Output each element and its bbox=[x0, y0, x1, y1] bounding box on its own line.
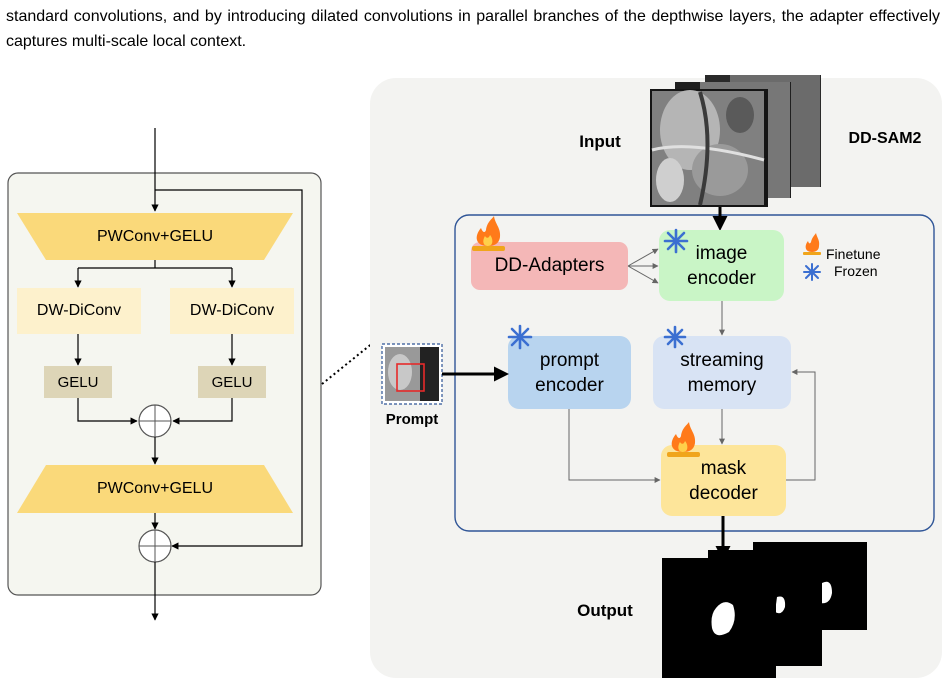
gelu-right-label: GELU bbox=[211, 373, 253, 391]
prompt-label: Prompt bbox=[385, 411, 439, 428]
branch-right-box bbox=[170, 288, 294, 334]
merge-left bbox=[77, 398, 138, 425]
prompt-encoder-box bbox=[508, 336, 631, 409]
sum-node-2 bbox=[138, 529, 172, 563]
top-pwconv-block bbox=[17, 213, 293, 260]
streaming-memory-box bbox=[653, 336, 791, 409]
merge-right bbox=[172, 398, 233, 425]
adapter-arrow-1 bbox=[627, 248, 659, 267]
flame-icon bbox=[472, 216, 505, 251]
snowflake-icon bbox=[663, 228, 689, 254]
branch-right-label: DW-DiConv bbox=[189, 302, 275, 319]
legend-finetune-label: Finetune bbox=[826, 246, 881, 262]
output-mask-stack bbox=[662, 542, 867, 678]
image-encoder-label: image encoder bbox=[687, 242, 756, 289]
prompt-encoder-label: prompt encoder bbox=[535, 349, 604, 396]
image-encoder-box bbox=[659, 230, 784, 301]
sum-node-1 bbox=[138, 404, 172, 438]
branch-left-box bbox=[17, 288, 141, 334]
dd-adapters-box bbox=[471, 242, 628, 290]
bottom-pwconv-block bbox=[17, 465, 293, 513]
prompt-thumbnail bbox=[381, 343, 443, 405]
snowflake-icon bbox=[663, 325, 687, 349]
flame-icon bbox=[803, 233, 821, 255]
prompt-to-decoder-arrow bbox=[568, 409, 661, 483]
mask-decoder-box bbox=[661, 445, 786, 516]
legend-frozen-label: Frozen bbox=[834, 263, 878, 279]
input-image-stack bbox=[650, 75, 821, 207]
gelu-left-label: GELU bbox=[57, 373, 99, 391]
top-block-label: PWConv+GELU bbox=[96, 227, 214, 245]
mask-decoder-label: mask decoder bbox=[689, 457, 758, 504]
gelu-left-box bbox=[44, 366, 112, 398]
dd-adapters-label: DD-Adapters bbox=[494, 255, 605, 276]
snowflake-icon bbox=[803, 263, 821, 281]
bottom-block-label: PWConv+GELU bbox=[96, 480, 214, 497]
intro-paragraph: standard convolutions, and by introducin… bbox=[6, 8, 940, 50]
gelu-right-box bbox=[198, 366, 266, 398]
output-label: Output bbox=[577, 601, 633, 620]
model-name: DD-SAM2 bbox=[848, 130, 922, 147]
decoder-feedback-arrow bbox=[786, 369, 816, 481]
residual-connection bbox=[155, 189, 303, 550]
input-label: Input bbox=[579, 132, 621, 151]
branch-left-label: DW-DiConv bbox=[36, 302, 122, 319]
streaming-memory-label: streaming memory bbox=[680, 349, 764, 396]
snowflake-icon bbox=[507, 324, 533, 350]
adapter-arrow-3 bbox=[627, 265, 659, 284]
flame-icon bbox=[667, 422, 700, 457]
